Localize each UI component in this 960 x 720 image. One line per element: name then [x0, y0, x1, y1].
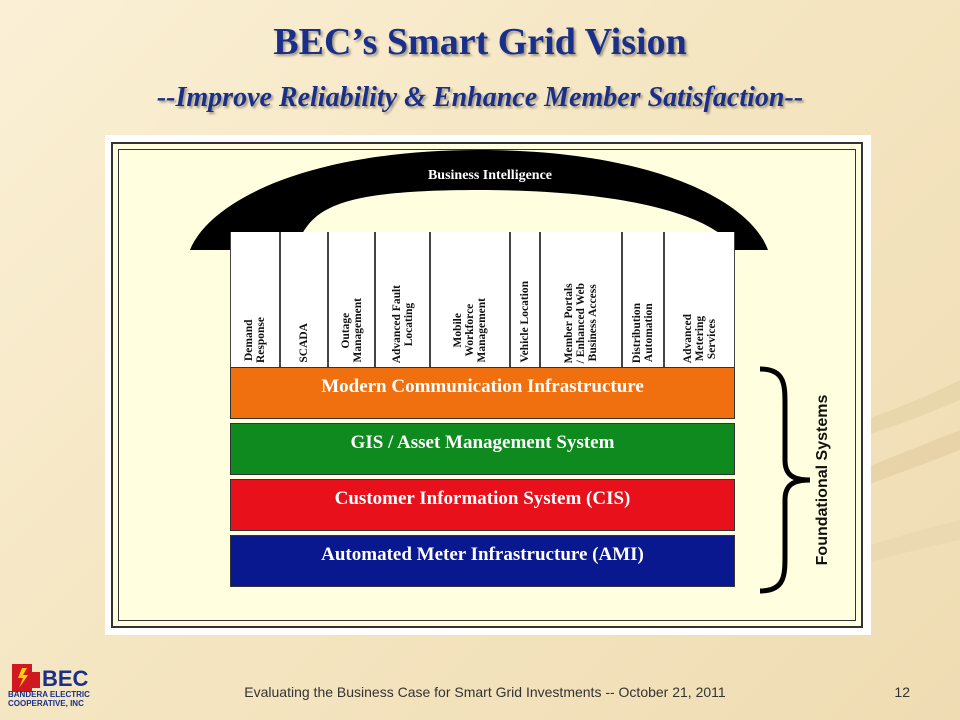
arch-label: Business Intelligence	[427, 168, 553, 183]
slide-title: BEC’s Smart Grid Vision	[273, 21, 687, 63]
column-advanced-metering: Advanced Metering Services	[664, 232, 735, 367]
column-label: Advanced Fault Locating	[390, 284, 415, 363]
bar-customer-information-system: Customer Information System (CIS)	[230, 479, 735, 531]
diagram-panel-inner-border	[118, 149, 856, 621]
bar-automated-meter-infrastructure: Automated Meter Infrastructure (AMI)	[230, 535, 735, 587]
column-label: Outage Management	[339, 298, 364, 363]
column-demand-response: Demand Response	[230, 232, 280, 367]
column-label: Mobile Workforce Management	[452, 298, 488, 363]
column-advanced-fault-locating: Advanced Fault Locating	[375, 232, 430, 367]
bar-gis-asset-management: GIS / Asset Management System	[230, 423, 735, 475]
page-number: 12	[894, 684, 910, 700]
column-label: Advanced Metering Services	[681, 313, 718, 363]
right-curly-brace-icon	[759, 366, 811, 594]
logo-text: BANDERA ELECTRIC COOPERATIVE, INC	[8, 690, 90, 708]
column-label: Demand Response	[243, 316, 267, 363]
slide-subtitle: --Improve Reliability & Enhance Member S…	[156, 82, 804, 113]
logo-line-2: COOPERATIVE, INC	[8, 699, 84, 708]
column-distribution-automation: Distribution Automation	[622, 232, 664, 367]
column-outage-management: Outage Management	[328, 232, 375, 367]
column-vehicle-location: Vehicle Location	[510, 232, 540, 367]
logo-mark: BEC	[42, 666, 89, 691]
column-label: Member Portals / Enhanced Web Business A…	[563, 282, 599, 363]
column-label: Vehicle Location	[519, 281, 531, 363]
footer-text: Evaluating the Business Case for Smart G…	[244, 684, 726, 700]
column-scada: SCADA	[280, 232, 328, 367]
column-label: SCADA	[298, 323, 310, 363]
bar-communication-infrastructure: Modern Communication Infrastructure	[230, 367, 735, 419]
column-mobile-workforce: Mobile Workforce Management	[430, 232, 510, 367]
logo-line-1: BANDERA ELECTRIC	[8, 690, 90, 699]
foundational-systems-label: Foundational Systems	[814, 394, 831, 566]
column-member-portals: Member Portals / Enhanced Web Business A…	[540, 232, 622, 367]
bec-logo-icon: BEC	[12, 664, 89, 692]
column-label: Distribution Automation	[631, 302, 655, 363]
